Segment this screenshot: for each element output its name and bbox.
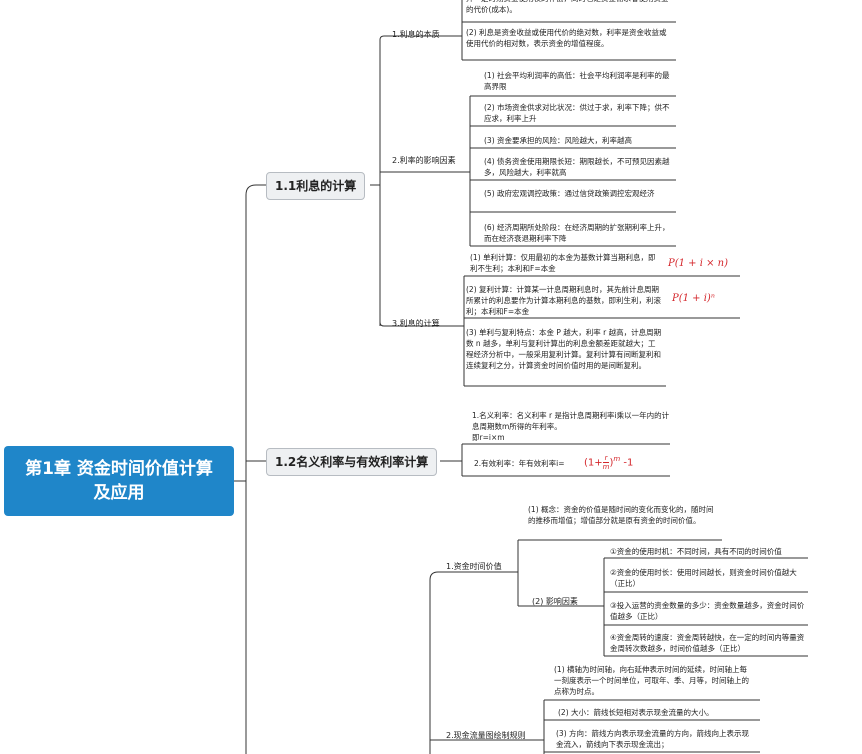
leaf-rate-factor-1: (1) 社会平均利润率的高低：社会平均利润率是利率的最高界限 (484, 71, 670, 91)
leaf-simple-interest: (1) 单利计算：仅用最初的本金为基数计算当期利息，即利不生利；本利和F=本金 (470, 253, 656, 273)
root-node[interactable]: 第1章 资金时间价值计算 及应用 (4, 446, 234, 516)
leaf-effective-rate: 2.有效利率：年有效利率i= (474, 459, 565, 468)
leaf-rate-factor-6: (6) 经济周期所处阶段：在经济周期的扩张期利率上升，而在经济衰退期利率下降 (484, 223, 670, 243)
leaf-cashflow-size: (2) 大小：箭线长短相对表示现金流量的大小。 (558, 708, 714, 717)
sub-interest-nature[interactable]: 1.利息的本质 (392, 30, 440, 39)
leaf-time-value-concept: (1) 概念：资金的价值是随时间的变化而变化的，随时间的推移而增值；增值部分就是… (528, 505, 714, 525)
section-interest-calc[interactable]: 1.1利息的计算 (266, 172, 366, 200)
leaf-rate-factor-4: (4) 债务资金使用期限长短：期限越长，不可预见因素越多，风险越大，利率就高 (484, 157, 670, 177)
sub-interest-computation[interactable]: 3.利息的计算 (392, 319, 440, 328)
leaf-compound-interest: (2) 复利计算：计算某一计息周期利息时，其先前计息周期所累计的利息要作为计算本… (466, 285, 661, 316)
leaf-rate-factor-5: (5) 政府宏观调控政策：通过信贷政策调控宏观经济 (484, 189, 655, 198)
section-nominal-effective-rate[interactable]: 1.2名义利率与有效利率计算 (266, 448, 438, 476)
root-title-line2: 及应用 (93, 483, 145, 503)
leaf-rate-factor-3: (3) 资金要承担的风险：风险越大，利率越高 (484, 136, 633, 145)
leaf-rate-factor-2: (2) 市场资金供求对比状况：供过于求，利率下降；供不应求，利率上升 (484, 103, 670, 123)
sub-rate-factors[interactable]: 2.利率的影响因素 (392, 156, 456, 165)
leaf-nominal-rate-formula: 即r=i×m (472, 433, 505, 442)
leaf-factor-timing: ①资金的使用时机：不同时间，具有不同的时间价值 (610, 547, 782, 556)
leaf-interest-nature-1: 异一定时期资金使用权的补偿，同时也是资金需求者使用资金的代价(成本)。 (466, 0, 669, 14)
sub-time-value[interactable]: 1.资金时间价值 (446, 562, 502, 571)
leaf-nominal-rate: 1.名义利率：名义利率 r 是指计息周期利率i乘以一年内的计息周期数m所得的年利… (472, 411, 670, 431)
sub-time-value-factors[interactable]: (2) 影响因素 (532, 597, 578, 606)
leaf-cashflow-axis: (1) 横轴为时间轴，向右延伸表示时间的延续，时间轴上每一刻度表示一个时间单位，… (554, 665, 749, 696)
formula-simple-interest: P(1 + i × n) (668, 258, 729, 269)
leaf-interest-nature-2: (2) 利息是资金收益或使用代价的绝对数，利率是资金收益或使用代价的相对数，表示… (466, 28, 667, 48)
leaf-factor-duration: ②资金的使用时长：使用时间越长，则资金时间价值越大（正比） (610, 568, 797, 588)
root-title-line1: 第1章 资金时间价值计算 (25, 459, 213, 479)
leaf-factor-turnover: ④资金周转的速度：资金周转越快，在一定的时间内等量资金周转次数越多，时间价值越多… (610, 633, 805, 653)
leaf-cashflow-direction: (3) 方向：箭线方向表示现金流量的方向，箭线向上表示现金流入，箭线向下表示现金… (556, 729, 750, 749)
sub-cashflow-diagram-rules[interactable]: 2.现金流量图绘制规则 (446, 731, 526, 740)
leaf-factor-amount: ③投入运营的资金数量的多少：资金数量越多，资金时间价值越多（正比） (610, 601, 805, 621)
formula-compound-interest: P(1 + i)ⁿ (672, 293, 715, 304)
leaf-simple-vs-compound: (3) 单利与复利特点：本金 P 越大，利率 r 越高，计息周期数 n 越多，单… (466, 328, 662, 370)
